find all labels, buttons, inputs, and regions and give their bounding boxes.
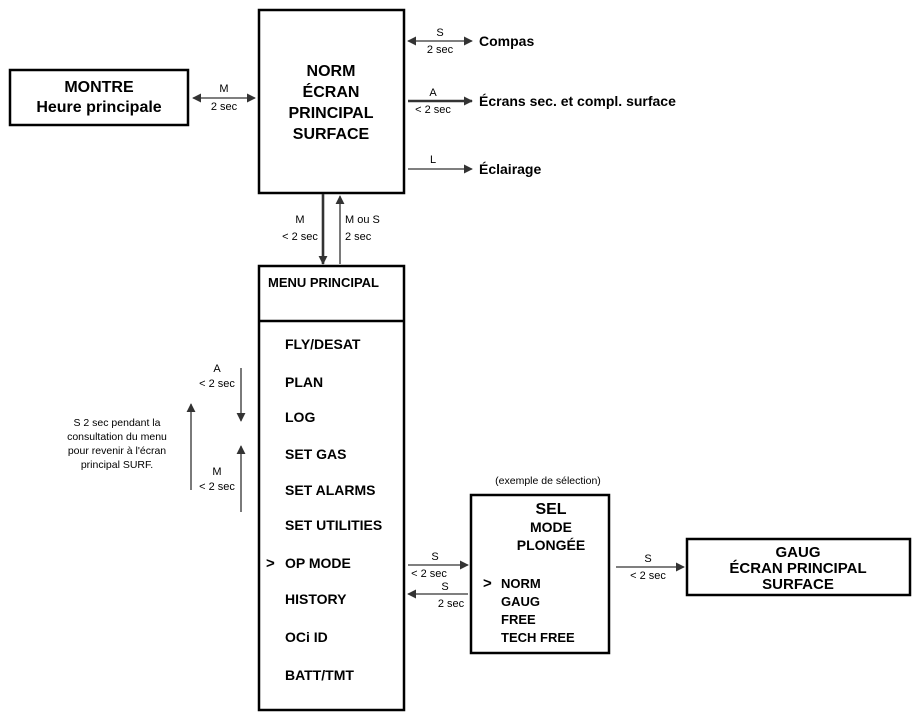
menu-item: SET GAS	[285, 446, 346, 462]
note-line3: pour revenir à l'écran	[68, 445, 166, 457]
norm-line4: SURFACE	[293, 126, 370, 143]
scroll-a-label-top: A	[213, 363, 221, 375]
down-label-top: M	[295, 214, 304, 226]
sel-selector: >	[483, 575, 492, 592]
note-line4: principal SURF.	[81, 459, 153, 471]
sel-caption: (exemple de sélection)	[495, 475, 601, 487]
eclairage-label-top: L	[430, 154, 436, 166]
montre-box: MONTRE Heure principale	[8, 68, 190, 127]
norm-line3: PRINCIPAL	[288, 105, 373, 122]
montre-title: MONTRE	[64, 79, 134, 96]
ecrans-label-bottom: < 2 sec	[415, 104, 451, 116]
menu-to-sel-label-bottom: < 2 sec	[411, 568, 447, 580]
eclairage-target: Éclairage	[479, 161, 541, 177]
menu-item: LOG	[285, 409, 315, 425]
menu-item: PLAN	[285, 374, 323, 390]
menu-item: OP MODE	[285, 555, 351, 571]
down-label-bottom: < 2 sec	[282, 231, 318, 243]
up-label-top: M ou S	[345, 214, 380, 226]
menu-title: MENU PRINCIPAL	[268, 275, 379, 290]
menu-item: OCi ID	[285, 629, 328, 645]
norm-box: NORM ÉCRAN PRINCIPAL SURFACE	[257, 8, 406, 195]
sel-to-menu-label-top: S	[441, 581, 448, 593]
sel-line3: PLONGÉE	[517, 537, 585, 553]
menu-item: SET ALARMS	[285, 482, 375, 498]
menu-item: FLY/DESAT	[285, 336, 361, 352]
note-line1: S 2 sec pendant la	[74, 417, 161, 429]
ecrans-label-top: A	[429, 87, 437, 99]
menu-item: SET UTILITIES	[285, 517, 382, 533]
scroll-a-label-bottom: < 2 sec	[199, 378, 235, 390]
montre-norm-label-top: M	[219, 83, 228, 95]
sel-to-gaug-label-bottom: < 2 sec	[630, 570, 666, 582]
menu-item: BATT/TMT	[285, 667, 354, 683]
sel-to-gaug-label-top: S	[644, 553, 651, 565]
sel-option: TECH FREE	[501, 630, 575, 645]
menu-to-sel-label-top: S	[431, 551, 438, 563]
menu-box: MENU PRINCIPAL FLY/DESAT PLAN LOG SET GA…	[257, 264, 406, 712]
sel-option: NORM	[501, 576, 541, 591]
scroll-m-label-top: M	[212, 466, 221, 478]
gaug-line2: ÉCRAN PRINCIPAL	[729, 560, 866, 577]
gaug-line1: GAUG	[776, 544, 821, 561]
norm-line1: NORM	[307, 63, 356, 80]
compas-label-bottom: 2 sec	[427, 44, 454, 56]
montre-subtitle: Heure principale	[36, 99, 161, 116]
menu-selector: >	[266, 555, 275, 572]
gaug-line3: SURFACE	[762, 576, 834, 593]
sel-title: SEL	[535, 501, 566, 518]
up-label-bottom: 2 sec	[345, 231, 372, 243]
sel-option: FREE	[501, 612, 536, 627]
ecrans-target: Écrans sec. et compl. surface	[479, 93, 676, 109]
norm-line2: ÉCRAN	[303, 82, 360, 101]
note-line2: consultation du menu	[67, 431, 167, 443]
gaug-box: GAUG ÉCRAN PRINCIPAL SURFACE	[685, 537, 912, 597]
sel-box: SEL MODE PLONGÉE > NORM GAUG FREE TECH F…	[469, 493, 611, 655]
compas-target: Compas	[479, 33, 534, 49]
menu-item: HISTORY	[285, 591, 347, 607]
sel-option: GAUG	[501, 594, 540, 609]
scroll-m-label-bottom: < 2 sec	[199, 481, 235, 493]
montre-norm-label-bottom: 2 sec	[211, 101, 238, 113]
sel-line2: MODE	[530, 519, 572, 535]
sel-to-menu-label-bottom: 2 sec	[438, 598, 465, 610]
compas-label-top: S	[436, 27, 443, 39]
